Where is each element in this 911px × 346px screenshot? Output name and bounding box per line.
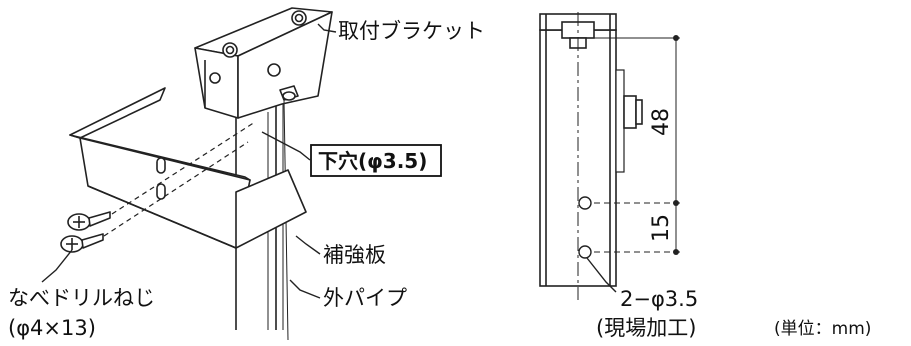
drill-hole-upper — [578, 196, 592, 210]
screw-size-label: (φ4×13) — [8, 316, 96, 340]
mounting-bracket-label: 取付ブラケット — [338, 19, 485, 43]
pilot-hole-label: 下穴(φ3.5) — [318, 149, 427, 173]
reinforcement-plate-shape — [69, 87, 307, 249]
pilot-hole-callout: 下穴(φ3.5) — [310, 144, 442, 177]
assembly-guides — [103, 121, 256, 237]
outer-pipe-label: 外パイプ — [323, 286, 407, 310]
unit-label: (単位：mm) — [774, 319, 871, 339]
leader-lines-left — [41, 23, 337, 299]
reinforcement-plate-label: 補強板 — [323, 243, 386, 267]
screw-name-label: なべドリルねじ — [8, 286, 155, 310]
holes-leader — [586, 257, 617, 293]
mounting-bracket-shape — [194, 7, 333, 341]
drill-screw-upper — [67, 211, 111, 231]
side-view — [539, 13, 643, 287]
dimension-ticks — [673, 35, 679, 255]
isometric-assembly — [60, 7, 333, 341]
drill-hole-lower — [578, 245, 592, 259]
drill-holes — [578, 196, 592, 259]
dimension-15: 15 — [649, 214, 674, 242]
holes-spec-label: 2−φ3.5 — [620, 287, 698, 311]
drill-screw-lower — [60, 233, 104, 253]
holes-note-label: (現場加工) — [596, 316, 696, 340]
dimension-48: 48 — [649, 108, 674, 136]
dimension-lines — [586, 37, 680, 253]
